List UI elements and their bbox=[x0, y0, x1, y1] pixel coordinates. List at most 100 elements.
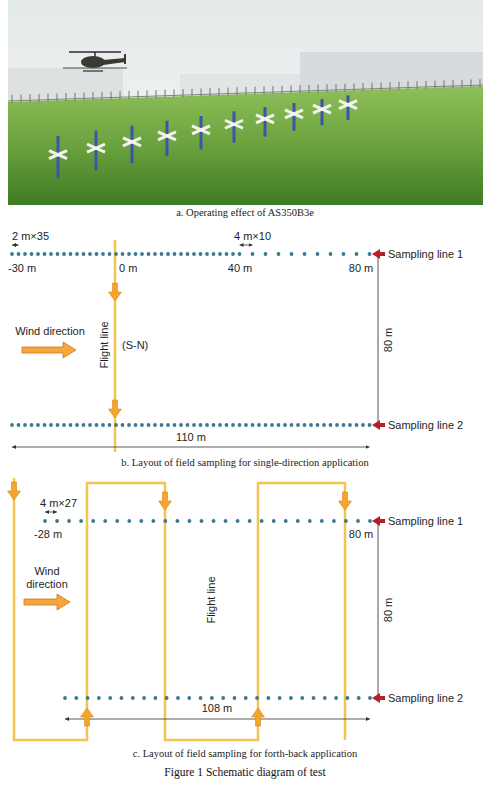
sampling-point bbox=[210, 696, 214, 700]
sampling-point bbox=[95, 252, 99, 256]
sampling-stand bbox=[87, 131, 105, 171]
sampling-stand bbox=[225, 111, 243, 142]
sampling-point bbox=[56, 423, 60, 427]
sampling-point bbox=[165, 696, 169, 700]
fence-post bbox=[21, 95, 22, 103]
sampling-point bbox=[316, 252, 320, 256]
sampling-point bbox=[43, 252, 47, 256]
sampling-point bbox=[120, 696, 124, 700]
fence-post bbox=[210, 88, 211, 96]
sampling-point bbox=[166, 423, 170, 427]
sampling-stand bbox=[256, 107, 274, 137]
forth-back-layout bbox=[8, 478, 386, 740]
sky bbox=[8, 0, 483, 205]
flight-direction-arrow bbox=[109, 283, 122, 301]
line-pointer bbox=[372, 516, 385, 526]
sampling-point bbox=[257, 423, 261, 427]
line-label: Sampling line 1 bbox=[388, 515, 463, 528]
sampling-point bbox=[101, 423, 105, 427]
stand-pole bbox=[131, 126, 134, 164]
stand-pole bbox=[200, 116, 203, 149]
flight-line bbox=[114, 240, 117, 452]
sampling-point bbox=[323, 696, 327, 700]
sampling-point bbox=[346, 696, 350, 700]
sampling-point bbox=[49, 252, 53, 256]
sampling-stand bbox=[158, 121, 176, 156]
sampling-stand bbox=[49, 136, 67, 178]
sampling-point bbox=[43, 519, 47, 523]
dimension-line bbox=[45, 512, 57, 513]
distance-label: 80 m bbox=[382, 598, 395, 622]
flight-direction-arrow bbox=[159, 492, 172, 510]
stand-pole bbox=[347, 95, 350, 120]
fence-post bbox=[174, 89, 175, 97]
sampling-point bbox=[153, 423, 157, 427]
sampling-point bbox=[316, 423, 320, 427]
fence-post bbox=[12, 95, 13, 103]
sampling-point bbox=[270, 423, 274, 427]
sampling-point bbox=[332, 519, 336, 523]
sampling-point bbox=[296, 423, 300, 427]
sampling-point bbox=[121, 423, 125, 427]
sampling-point bbox=[192, 423, 196, 427]
sampling-card bbox=[158, 132, 176, 140]
dimension-line bbox=[240, 245, 253, 246]
dimension-line bbox=[12, 245, 19, 246]
fence-post bbox=[399, 82, 400, 90]
sampling-point bbox=[36, 252, 40, 256]
sampling-point bbox=[127, 252, 131, 256]
single-direction-layout bbox=[10, 240, 385, 452]
sampling-point bbox=[55, 519, 59, 523]
sampling-stand bbox=[313, 99, 331, 125]
sampling-point bbox=[236, 519, 240, 523]
stand-pole bbox=[264, 107, 267, 137]
fence-post bbox=[84, 92, 85, 100]
sampling-point bbox=[251, 252, 255, 256]
fence-post bbox=[66, 93, 67, 101]
sampling-point bbox=[108, 423, 112, 427]
sampling-point bbox=[248, 519, 252, 523]
sampling-point bbox=[233, 696, 237, 700]
sampling-point bbox=[151, 519, 155, 523]
sampling-point bbox=[176, 696, 180, 700]
sampling-point bbox=[266, 696, 270, 700]
sampling-point bbox=[329, 423, 333, 427]
sampling-point bbox=[69, 252, 73, 256]
wind-label: Wind direction bbox=[15, 325, 85, 338]
distance-label: 40 m bbox=[228, 262, 252, 275]
sampling-point bbox=[342, 252, 346, 256]
line-pointer bbox=[372, 693, 385, 703]
sampling-point bbox=[264, 423, 268, 427]
fence-post bbox=[111, 92, 112, 100]
sampling-point bbox=[108, 252, 112, 256]
distance-label: 80 m bbox=[349, 528, 373, 541]
sampling-point bbox=[139, 519, 143, 523]
sampling-point bbox=[75, 423, 79, 427]
sampling-point bbox=[10, 423, 14, 427]
field-photo bbox=[8, 0, 483, 205]
sampling-point bbox=[88, 252, 92, 256]
sampling-point bbox=[231, 423, 235, 427]
sampling-point bbox=[114, 252, 118, 256]
sampling-point bbox=[334, 696, 338, 700]
fence-post bbox=[183, 89, 184, 97]
sampling-point bbox=[67, 519, 71, 523]
distance-line bbox=[378, 521, 379, 698]
sampling-point bbox=[82, 252, 86, 256]
fence-post bbox=[57, 93, 58, 101]
sampling-point bbox=[335, 423, 339, 427]
dimension-label: 108 m bbox=[202, 702, 233, 715]
sampling-stand bbox=[123, 126, 141, 164]
fence-post bbox=[408, 82, 409, 90]
sampling-point bbox=[56, 252, 60, 256]
sampling-point bbox=[142, 696, 146, 700]
fence-post bbox=[462, 80, 463, 88]
sampling-point bbox=[147, 252, 151, 256]
fence-post bbox=[372, 83, 373, 91]
sampling-point bbox=[179, 252, 183, 256]
sampling-point bbox=[43, 423, 47, 427]
sampling-point bbox=[199, 423, 203, 427]
interval-label: 4 m×10 bbox=[234, 230, 271, 243]
fence-post bbox=[255, 87, 256, 95]
